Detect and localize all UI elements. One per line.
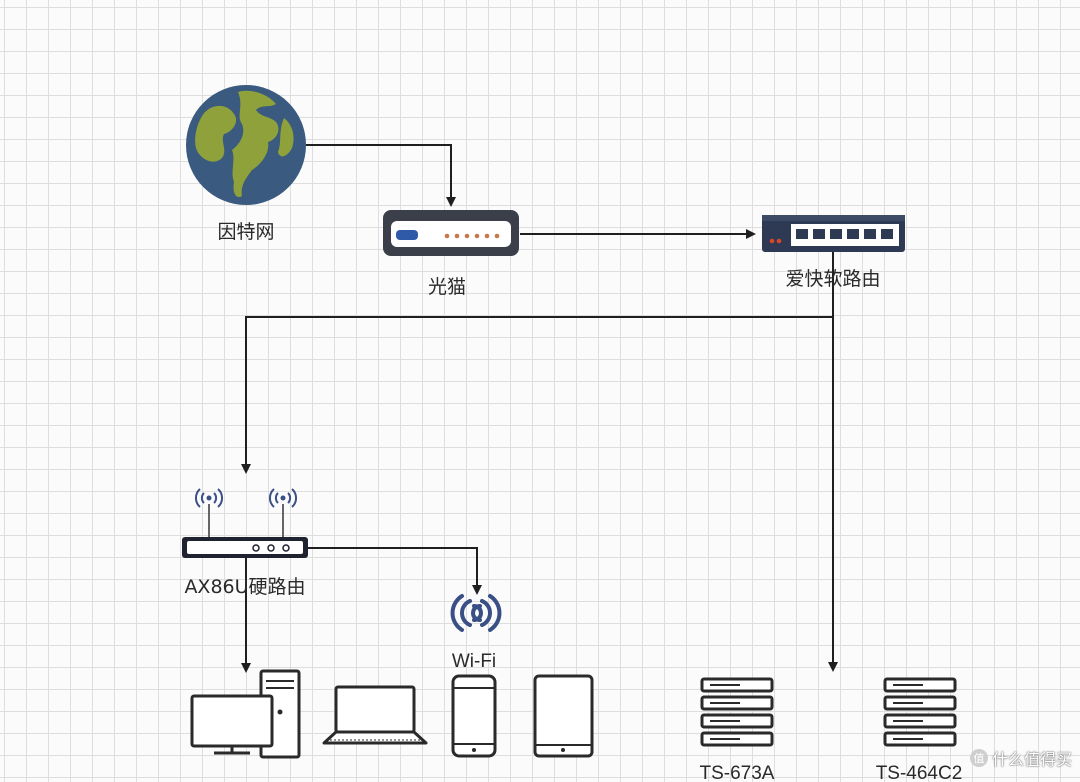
tablet-icon[interactable] (533, 674, 594, 758)
watermark-badge-icon: 值 (969, 749, 988, 767)
nas2-label: TS-464C2 (876, 763, 963, 782)
switch-icon[interactable] (762, 215, 905, 252)
hard-router-label: AX86U硬路由 (184, 576, 305, 598)
laptop-icon[interactable] (322, 685, 428, 745)
modem-label: 光猫 (428, 276, 466, 298)
wireless-router-icon[interactable] (182, 488, 308, 558)
nas1-label: TS-673A (700, 763, 775, 782)
watermark-text: 什么值得买 (991, 750, 1072, 769)
modem-icon[interactable] (383, 210, 519, 256)
soft-router-label: 爱快软路由 (785, 268, 880, 290)
edge-soft-router-to-hard-router (241, 252, 834, 474)
smartphone-icon[interactable] (451, 674, 497, 758)
wifi-label: Wi-Fi (452, 651, 496, 672)
server-nas-icon[interactable] (883, 677, 957, 747)
globe-icon[interactable] (186, 85, 306, 205)
wifi-icon[interactable] (450, 594, 502, 632)
desktop-computer-icon[interactable] (190, 669, 301, 759)
edge-hard-router-to-wifi (307, 547, 482, 595)
edge-internet-to-modem (306, 144, 456, 207)
connectors (241, 144, 838, 673)
watermark: 值 什么值得买 (969, 746, 1072, 770)
internet-label: 因特网 (217, 221, 274, 243)
server-nas-icon[interactable] (700, 677, 774, 747)
